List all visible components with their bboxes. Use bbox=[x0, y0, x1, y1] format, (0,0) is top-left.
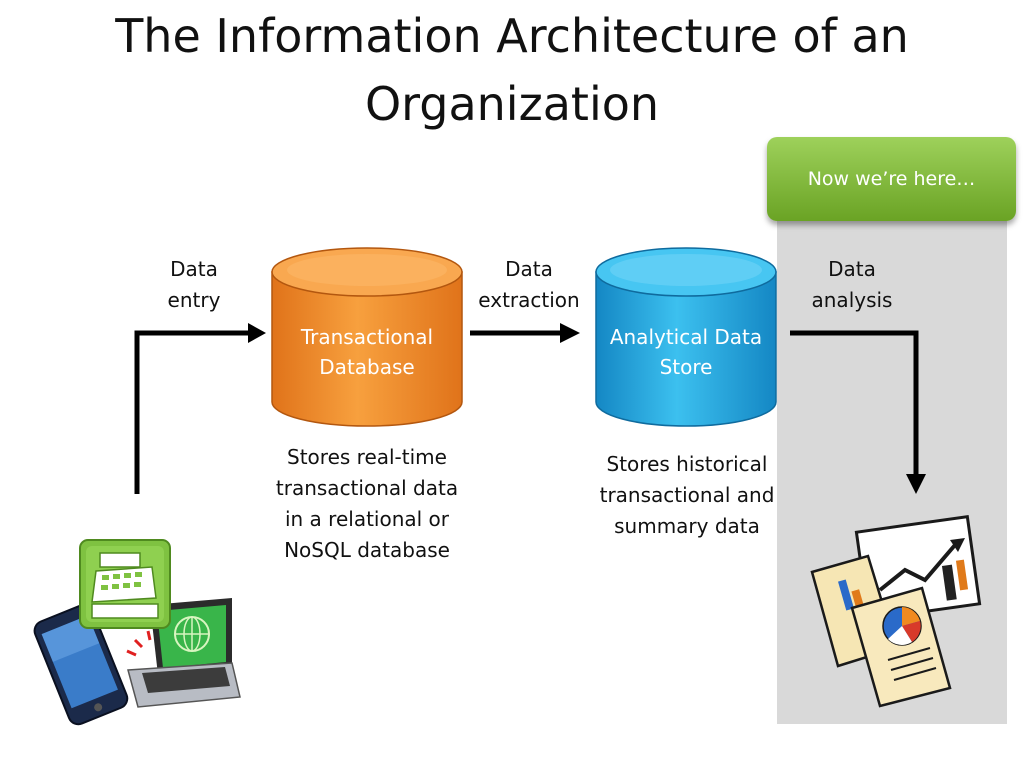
reports-chart-icon bbox=[810, 514, 982, 708]
data-extraction-line-2: extraction bbox=[478, 288, 580, 312]
transactional-database-name-line-1: Transactional bbox=[300, 325, 434, 349]
analytical-data-store-name-line-2: Store bbox=[659, 355, 713, 379]
title-line-1: The Information Architecture of an bbox=[115, 9, 909, 63]
analytical-data-store-cylinder bbox=[595, 247, 777, 427]
data-analysis-label: Data analysis bbox=[787, 254, 917, 316]
analytical-data-store-name-line-1: Analytical Data bbox=[609, 325, 763, 349]
transactional-description-line-4: NoSQL database bbox=[284, 538, 450, 562]
data-analysis-line-1: Data bbox=[828, 257, 876, 281]
transactional-description-line-3: in a relational or bbox=[284, 507, 450, 531]
data-entry-line-1: Data bbox=[170, 257, 218, 281]
analytical-data-store-description: Stores historical transactional and summ… bbox=[578, 449, 796, 542]
transactional-database-cylinder bbox=[271, 247, 463, 427]
transactional-database-name-line-2: Database bbox=[319, 355, 415, 379]
data-entry-line-2: entry bbox=[167, 288, 221, 312]
data-analysis-line-2: analysis bbox=[811, 288, 893, 312]
data-extraction-line-1: Data bbox=[505, 257, 553, 281]
now-here-callout: Now we’re here… bbox=[767, 137, 1016, 221]
data-extraction-arrow bbox=[470, 323, 580, 343]
transactional-database-label: Transactional Database bbox=[272, 322, 462, 382]
title-line-2: Organization bbox=[364, 77, 660, 131]
analytical-data-store-label: Analytical Data Store bbox=[596, 322, 776, 382]
analytical-description-line-3: summary data bbox=[614, 514, 760, 538]
point-of-sale-devices-icon bbox=[33, 539, 241, 726]
transactional-description-line-1: Stores real-time bbox=[287, 445, 447, 469]
analytical-description-line-2: transactional and bbox=[599, 483, 775, 507]
transactional-database-description: Stores real-time transactional data in a… bbox=[250, 442, 484, 566]
page-title: The Information Architecture of an Organ… bbox=[40, 2, 984, 138]
data-entry-arrow bbox=[134, 323, 266, 494]
data-entry-label: Data entry bbox=[134, 254, 254, 316]
data-extraction-label: Data extraction bbox=[464, 254, 594, 316]
transactional-description-line-2: transactional data bbox=[275, 476, 459, 500]
data-analysis-arrow bbox=[790, 330, 926, 494]
callout-text: Now we’re here… bbox=[807, 168, 976, 190]
analytical-description-line-1: Stores historical bbox=[606, 452, 768, 476]
